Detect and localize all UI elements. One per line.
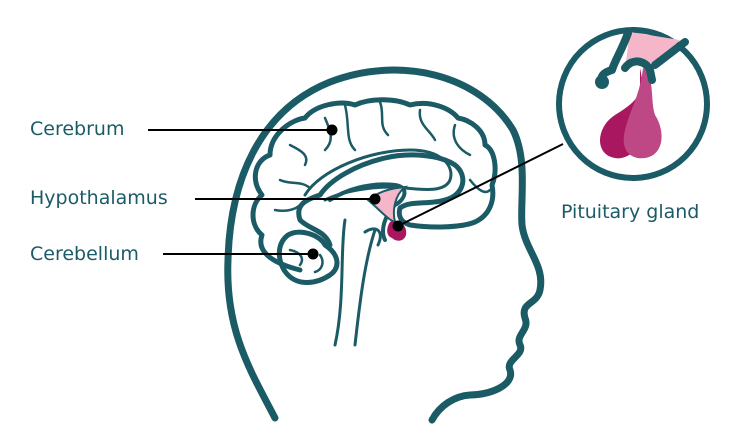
cerebellum xyxy=(276,229,340,285)
brainstem xyxy=(333,218,377,347)
label-cerebellum: Cerebellum xyxy=(30,243,139,265)
label-hypothalamus: Hypothalamus xyxy=(30,187,168,209)
head-outline xyxy=(224,66,545,424)
label-pituitary-gland: Pituitary gland xyxy=(561,201,700,223)
cerebrum xyxy=(250,97,498,273)
pituitary-leader xyxy=(397,143,564,227)
pituitary-inset xyxy=(556,27,710,181)
label-cerebrum: Cerebrum xyxy=(30,118,125,140)
